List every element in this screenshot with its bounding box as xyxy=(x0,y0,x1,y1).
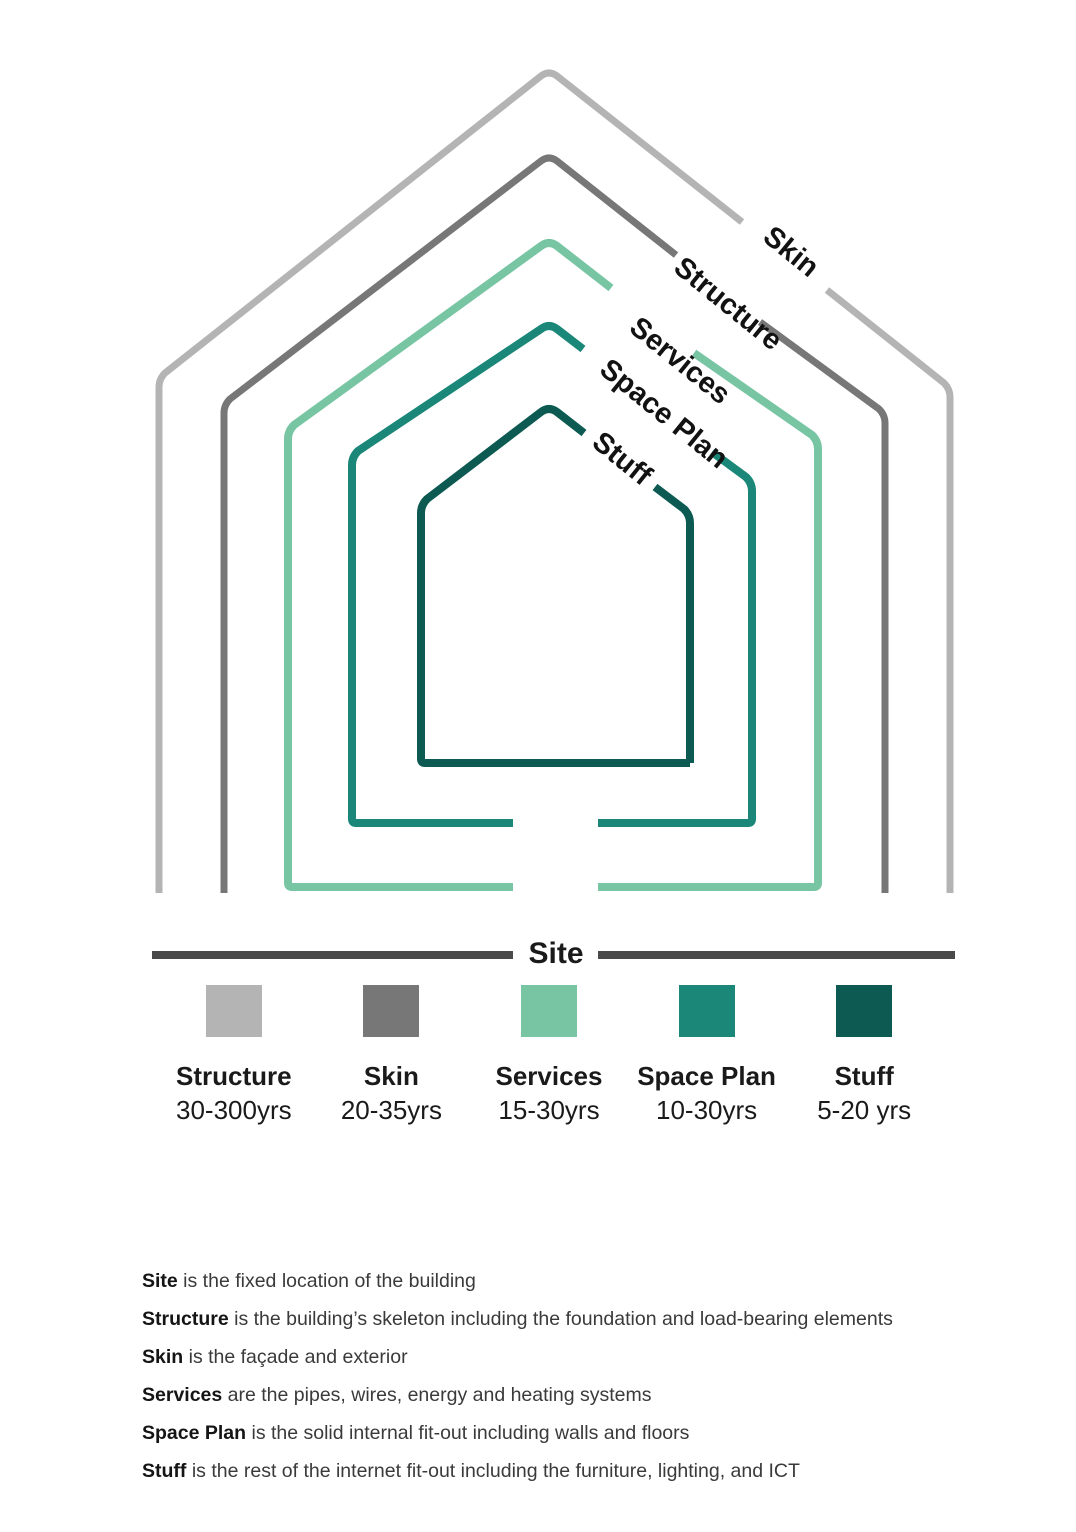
layer-services xyxy=(284,239,822,891)
legend: Structure 30-300yrs Skin 20-35yrs Servic… xyxy=(0,985,1076,1128)
structure-right-outline xyxy=(824,287,954,893)
description-services: Services are the pipes, wires, energy an… xyxy=(142,1376,1042,1414)
layer-skin xyxy=(220,154,889,893)
slope-label-stuff: Stuff xyxy=(586,426,658,493)
legend-years-structure: 30-300yrs xyxy=(175,1095,292,1126)
description-term-structure: Structure xyxy=(142,1308,229,1330)
skin-right-outline xyxy=(757,319,889,893)
description-list: Site is the fixed location of the buildi… xyxy=(142,1262,1042,1490)
legend-name-skin: Skin xyxy=(363,1061,419,1091)
legend-row: Structure 30-300yrs Skin 20-35yrs Servic… xyxy=(133,985,943,1128)
description-text-services: are the pipes, wires, energy and heating… xyxy=(222,1384,652,1406)
description-structure: Structure is the building’s skeleton inc… xyxy=(142,1300,1042,1338)
legend-name-structure: Structure xyxy=(176,1061,292,1091)
description-space-plan: Space Plan is the solid internal fit-out… xyxy=(142,1414,1042,1452)
legend-item-skin: Skin 20-35yrs xyxy=(313,985,471,1128)
legend-years-stuff: 5-20 yrs xyxy=(817,1095,912,1126)
layer-structure xyxy=(155,69,954,893)
layer-stuff xyxy=(417,405,694,767)
structure-left-outline xyxy=(155,69,745,893)
legend-item-stuff: Stuff 5-20 yrs xyxy=(785,985,943,1128)
space-plan-outline-right xyxy=(598,448,756,827)
legend-item-services: Services 15-30yrs xyxy=(470,985,628,1128)
skin-left-outline xyxy=(220,154,679,893)
legend-swatch-services xyxy=(520,985,577,1037)
legend-years-skin: 20-35yrs xyxy=(340,1095,442,1126)
stuff-outline xyxy=(417,405,690,767)
description-term-services: Services xyxy=(142,1384,223,1406)
legend-swatch-skin xyxy=(363,985,420,1037)
slope-label-skin: Skin xyxy=(757,220,825,283)
legend-swatch-structure xyxy=(205,985,262,1037)
legend-swatch-space-plan xyxy=(678,985,735,1037)
site-label: Site xyxy=(528,937,583,970)
description-stuff: Stuff is the rest of the internet fit-ou… xyxy=(142,1452,1042,1490)
description-text-space-plan: is the solid internal fit-out including … xyxy=(246,1422,690,1444)
legend-swatch-stuff xyxy=(836,985,893,1037)
slope-label-structure: Structure xyxy=(668,251,788,357)
site-line-group: Site xyxy=(152,937,955,970)
space-plan-outline xyxy=(348,322,586,827)
services-outline xyxy=(284,239,614,891)
description-term-skin: Skin xyxy=(142,1346,184,1368)
legend-years-services: 15-30yrs xyxy=(498,1095,600,1126)
description-text-stuff: is the rest of the internet fit-out incl… xyxy=(186,1460,800,1482)
legend-name-services: Services xyxy=(495,1061,603,1091)
legend-item-structure: Structure 30-300yrs xyxy=(155,985,313,1128)
legend-name-stuff: Stuff xyxy=(834,1061,894,1091)
description-skin: Skin is the façade and exterior xyxy=(142,1338,1042,1376)
description-term-stuff: Stuff xyxy=(142,1460,187,1482)
legend-item-space-plan: Space Plan 10-30yrs xyxy=(628,985,786,1128)
description-site: Site is the fixed location of the buildi… xyxy=(142,1262,1042,1300)
stuff-outline-right xyxy=(652,483,694,763)
description-text-skin: is the façade and exterior xyxy=(183,1346,408,1368)
description-term-space-plan: Space Plan xyxy=(142,1422,247,1444)
description-text-site: is the fixed location of the building xyxy=(177,1270,476,1292)
legend-name-space-plan: Space Plan xyxy=(637,1061,776,1091)
layer-space-plan xyxy=(348,322,756,827)
legend-years-space-plan: 10-30yrs xyxy=(656,1095,758,1126)
description-text-structure: is the building’s skeleton including the… xyxy=(228,1308,893,1330)
services-outline-right xyxy=(598,349,822,891)
description-term-site: Site xyxy=(142,1270,178,1292)
